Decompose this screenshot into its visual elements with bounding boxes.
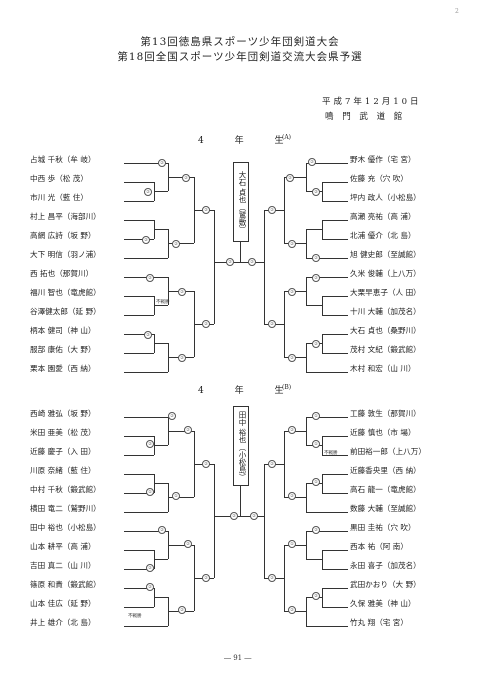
player-b-right-4: 近藤香央里（西 納） [350,466,421,475]
player-b-right-6: 数藤 大輔（至誠館） [350,504,421,513]
title-line-1: 第13回徳島県スポーツ少年団剣道大会 [140,36,340,48]
player-b-left-12: 井上 雄介（北 島） [30,618,96,627]
player-b-right-12: 竹丸 翔（宅 宮） [350,618,408,627]
player-b-left-7: 田中 裕也（小松島） [30,523,101,532]
section-b-label: 4 年 生 [198,386,298,396]
player-b-left-8: 山本 耕平（高 浦） [30,542,96,551]
player-b-right-11: 久保 雅美（神 山） [350,599,416,608]
fusen-b-2: 不戦勝 [128,614,142,619]
player-a-right-12: 木村 和宏（山 川） [350,364,416,373]
player-b-left-5: 中村 千秋（鍛武館） [30,485,101,494]
player-a-left-8: 福川 智也（竜虎館） [30,288,101,297]
champion-a-box: 大石 貞也（鷲敷） [233,162,249,242]
player-b-right-9: 永田 喜子（加茂名） [350,561,421,570]
player-b-left-1: 西崎 雅弘（坂 野） [30,409,96,418]
fusen-b-1: 不戦勝 [324,451,338,456]
player-b-right-10: 武田かおり（大 野） [350,580,421,589]
corner-mark: 2 [455,8,459,15]
player-a-left-6: 大下 明信（羽ノ浦） [30,250,101,259]
player-a-right-10: 大石 貞也（桑野川） [350,326,421,335]
player-b-right-3: 前田裕一郎（上八万） [350,447,426,456]
player-a-right-3: 坪内 政人（小松島） [350,193,421,202]
player-a-left-3: 市川 光（藍 住） [30,193,88,202]
section-b-mark: (B) [282,384,292,391]
player-b-right-8: 西本 祐（阿 南） [350,542,408,551]
section-a-label: 4 年 生 [198,136,298,146]
player-a-left-11: 服部 康佑（大 野） [30,345,96,354]
player-a-right-2: 佐藤 充（穴 吹） [350,174,408,183]
player-b-left-3: 近藤 慶子（入 田） [30,447,96,456]
player-b-right-5: 高石 龍一（竜虎館） [350,485,421,494]
section-a-mark: (A) [282,134,292,141]
player-a-left-10: 柄本 健司（神 山） [30,326,96,335]
player-b-left-11: 山本 佳広（延 野） [30,599,96,608]
player-b-left-2: 米田 亜美（松 茂） [30,428,96,437]
player-a-right-11: 茂村 文紀（鍛武館） [350,345,421,354]
player-a-left-7: 西 拓也（那賀川） [30,269,94,278]
player-b-right-2: 近藤 慎也（市 場） [350,428,416,437]
player-a-left-9: 谷澤健太郎（延 野） [30,307,101,316]
player-a-right-7: 久米 俊輔（上八万） [350,269,421,278]
player-a-right-4: 高瀬 亮祐（高 浦） [350,212,416,221]
event-date: 平成7年12月10日 [322,97,422,107]
player-a-left-1: 占城 千秋（牟 岐） [30,155,96,164]
event-venue: 鳴 門 武 道 館 [325,112,406,122]
player-b-left-9: 吉田 真二（山 川） [30,561,96,570]
player-b-left-4: 川原 奈緒（藍 住） [30,466,96,475]
player-a-left-4: 村上 昌平（海部川） [30,212,101,221]
player-b-right-7: 黒田 圭祐（穴 吹） [350,523,416,532]
player-a-right-9: 十川 大輔（加茂名） [350,307,421,316]
player-a-right-6: 旭 健史郎（至誠館） [350,250,421,259]
page-number: ― 91 ― [224,654,252,662]
player-a-left-12: 栗本 園愛（西 納） [30,364,96,373]
player-b-left-6: 横田 竜二（鷲野川） [30,504,101,513]
player-a-left-5: 高網 広詩（坂 野） [30,231,96,240]
player-a-right-5: 北浦 優介（北 島） [350,231,416,240]
player-a-right-8: 大栗早恵子（人 田） [350,288,421,297]
player-a-right-1: 野木 優作（宅 宮） [350,155,416,164]
fusen-a: 不戦勝 [156,300,170,305]
title-line-2: 第18回全国スポーツ少年団剣道交流大会県予選 [117,51,363,63]
player-a-left-2: 中西 歩（松 茂） [30,174,88,183]
player-b-left-10: 篠原 和貴（鍛武館） [30,580,101,589]
player-b-right-1: 工藤 敦生（那賀川） [350,409,421,418]
champion-b-box: 田中 裕也（小松島） [233,406,249,486]
